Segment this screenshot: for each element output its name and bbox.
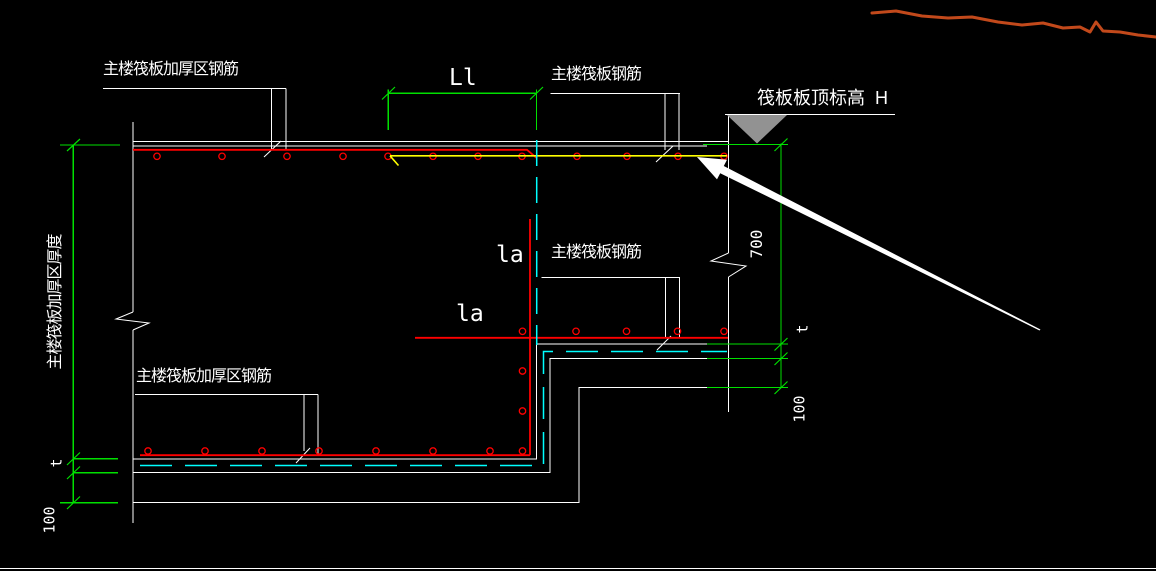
extension-lines [114, 114, 748, 523]
scribble-annotation-icon [870, 9, 1156, 39]
dim-text-t-left: t [47, 458, 66, 468]
dim-text-100-left: 100 [40, 506, 59, 534]
break-symbol-right [709, 252, 748, 278]
break-symbol-left [114, 311, 151, 331]
dim-ticks-ll [381, 86, 544, 100]
dim-text-100-right: 100 [790, 395, 809, 423]
slab-outline [0, 141, 1156, 569]
elevation-triangle-icon [727, 115, 787, 144]
dim-ticks-left [66, 138, 81, 510]
label-thickened-rebar-top: 主楼筏板加厚区钢筋 [103, 61, 239, 78]
label-raft-rebar-top: 主楼筏板钢筋 [551, 66, 642, 83]
label-lap-length-ll: Ll [449, 65, 477, 91]
dimensions-green [60, 86, 788, 510]
rebar-red [133, 148, 728, 457]
label-elevation-note: 筏板板顶标高 H [757, 88, 889, 108]
dim-text-t-right: t [793, 324, 812, 334]
rebar-section-circles [144, 152, 728, 455]
annotation-arrow-icon [697, 157, 1041, 331]
label-anchorage-la-lower: la [456, 301, 484, 327]
elevation-marker-icon [725, 113, 895, 144]
label-thickened-rebar-bottom: 主楼筏板加厚区钢筋 [136, 368, 272, 385]
label-anchorage-la-upper: la [496, 242, 524, 268]
leader-lines [103, 87, 680, 464]
dim-text-700: 700 [747, 229, 766, 259]
label-thickened-thickness: 主楼筏板加厚区厚度 [47, 234, 64, 370]
lap-rebar-yellow [389, 155, 727, 167]
label-raft-rebar-mid: 主楼筏板钢筋 [551, 244, 642, 261]
dim-ticks-right [774, 138, 788, 395]
membrane-cyan [140, 140, 727, 467]
